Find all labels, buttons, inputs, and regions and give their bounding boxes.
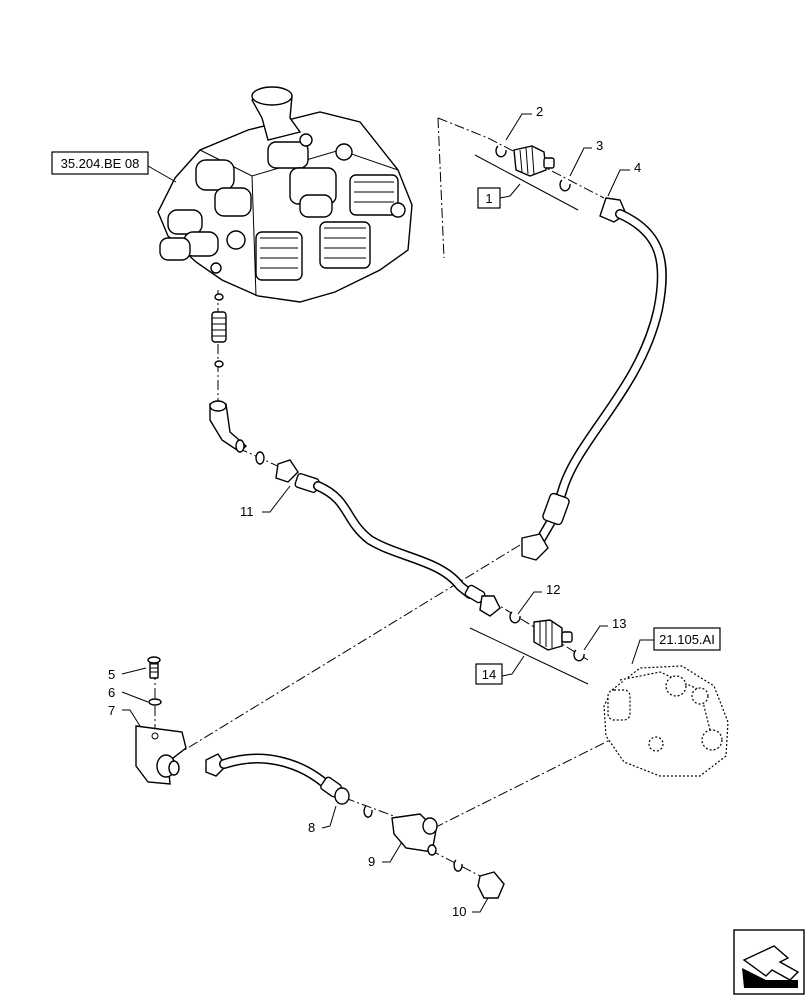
callout-label-8: 8 [308,820,315,835]
long-hose [521,197,667,561]
callout-label-7: 7 [108,703,115,718]
bracket-group [135,656,187,785]
callout-label-1: 1 [485,191,492,206]
left-fitting-chain [209,293,265,465]
callout-3: 3 [569,138,603,177]
callout-11: 11 [240,485,291,519]
callout-label-2: 2 [536,104,543,119]
callout-label-12: 12 [546,582,560,597]
middle-hose [275,459,501,617]
callout-label-4: 4 [634,160,641,175]
callout-14: 14 [475,655,525,685]
arrow-navigation-icon[interactable] [733,929,805,995]
callout-label-10: 10 [452,904,466,919]
short-hose [205,753,350,805]
callout-10: 10 [452,897,489,919]
callout-2: 2 [505,104,543,141]
callout-6: 6 [108,685,149,703]
callout-label-13: 13 [612,616,626,631]
callout-label-3: 3 [596,138,603,153]
reference-box-top-valve[interactable]: 35.204.BE 08 [51,151,177,183]
callout-13: 13 [583,616,626,651]
callout-7: 7 [108,703,141,727]
callout-label-5: 5 [108,667,115,682]
callout-label-9: 9 [368,854,375,869]
callout-5: 5 [108,667,147,682]
tee-fitting-group [363,805,505,899]
callout-1: 1 [477,183,521,209]
callout-label-14: 14 [482,667,496,682]
callout-12: 12 [517,582,560,615]
callout-label-11: 11 [240,504,254,519]
lower-adapter-group [469,611,589,685]
callout-8: 8 [308,805,337,835]
callout-label-6: 6 [108,685,115,700]
pump-assembly [603,665,729,777]
callout-9: 9 [368,841,403,869]
control-valve-assembly [157,86,413,303]
callout-4: 4 [607,160,641,197]
reference-label-pump: 21.105.AI [659,632,715,647]
reference-box-pump[interactable]: 21.105.AI [631,627,721,665]
upper-adapter-group [474,145,579,211]
reference-label-valve: 35.204.BE 08 [61,156,140,171]
